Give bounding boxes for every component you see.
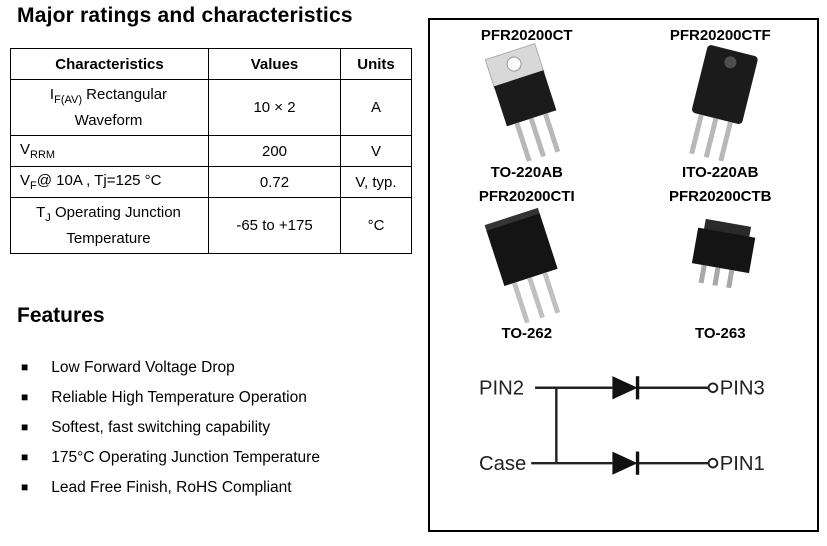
part-number-label: PFR20200CTF	[669, 27, 771, 44]
table-header-row: Characteristics Values Units	[10, 48, 412, 80]
case-label: Case	[479, 453, 526, 475]
feature-text: Reliable High Temperature Operation	[51, 389, 307, 406]
terminal-circle	[707, 457, 718, 469]
characteristic-cell: TJ Operating Junction Temperature	[10, 197, 209, 255]
feature-item: ■ 175°C Operating Junction Temperature	[21, 443, 320, 473]
unit-cell: °C	[340, 197, 412, 255]
terminal-circle	[707, 382, 718, 394]
package-card: PFR20200CT TO-220AB	[430, 20, 624, 181]
characteristics-header: Characteristics	[10, 48, 209, 80]
unit-cell: V	[340, 134, 412, 168]
characteristic-cell: VF@ 10A , Tj=125 °C	[10, 166, 209, 199]
package-name-label: TO-263	[694, 325, 746, 342]
package-name-label: ITO-220AB	[682, 164, 759, 181]
package-drawing	[692, 218, 756, 289]
to-262-image	[457, 205, 597, 325]
value-cell: -65 to +175	[208, 197, 341, 255]
package-name-label: TO-262	[501, 325, 553, 342]
values-header: Values	[208, 48, 341, 80]
feature-item: ■ Reliable High Temperature Operation	[21, 383, 320, 413]
unit-cell: V, typ.	[340, 166, 412, 199]
feature-text: 175°C Operating Junction Temperature	[51, 449, 320, 466]
units-header: Units	[340, 48, 412, 80]
wires	[530, 386, 708, 465]
to-262-drawing	[484, 207, 560, 324]
package-card: PFR20200CTF ITO-220AB	[624, 20, 818, 181]
package-panel: PFR20200CT TO-220AB	[428, 18, 819, 532]
characteristic-cell: VRRM	[10, 134, 209, 168]
package-drawing	[484, 207, 560, 324]
value-cell: 0.72	[208, 166, 341, 199]
ito-220ab-image	[650, 44, 790, 164]
circuit-diagram: PIN2 Case	[479, 376, 764, 475]
pin3-label: PIN3	[719, 378, 764, 400]
square-bullet-icon: ■	[21, 360, 29, 374]
square-bullet-icon: ■	[21, 390, 29, 404]
to-263-image	[650, 205, 790, 325]
features-title: Features	[17, 304, 105, 327]
pin1-label: PIN1	[719, 453, 764, 475]
package-card: PFR20200CTI TO-262	[430, 181, 624, 342]
feature-item: ■ Lead Free Finish, RoHS Compliant	[21, 473, 320, 503]
package-card: PFR20200CTB TO-263	[624, 181, 818, 342]
feature-item: ■ Low Forward Voltage Drop	[21, 353, 320, 383]
unit-cell: A	[340, 79, 412, 136]
part-number-label: PFR20200CTB	[668, 188, 772, 205]
square-bullet-icon: ■	[21, 450, 29, 464]
value-cell: 10 × 2	[208, 79, 341, 136]
part-number-label: PFR20200CTI	[478, 188, 575, 205]
feature-text: Lead Free Finish, RoHS Compliant	[51, 479, 292, 496]
package-drawing	[484, 43, 560, 162]
package-drawing	[689, 45, 758, 162]
feature-text: Softest, fast switching capability	[51, 419, 271, 436]
to-263-drawing	[692, 218, 756, 289]
pin2-label: PIN2	[479, 378, 524, 400]
table-row: VRRM 200 V	[10, 134, 412, 168]
table-row: TJ Operating Junction Temperature -65 to…	[10, 197, 412, 255]
characteristic-cell: IF(AV) Rectangular Waveform	[10, 79, 209, 136]
package-grid: PFR20200CT TO-220AB	[430, 20, 817, 342]
table-row: VF@ 10A , Tj=125 °C 0.72 V, typ.	[10, 166, 412, 199]
feature-item: ■ Softest, fast switching capability	[21, 413, 320, 443]
page-title: Major ratings and characteristics	[17, 4, 353, 27]
to-220ab-image	[457, 43, 597, 164]
feature-text: Low Forward Voltage Drop	[51, 359, 235, 376]
square-bullet-icon: ■	[21, 420, 29, 434]
value-cell: 200	[208, 134, 341, 168]
diode-icon	[611, 376, 639, 400]
diode-icon	[611, 451, 639, 475]
square-bullet-icon: ■	[21, 480, 29, 494]
to-220ab-drawing	[484, 43, 560, 162]
part-number-label: PFR20200CT	[480, 27, 573, 44]
ito-220ab-drawing	[689, 45, 758, 162]
table-row: IF(AV) Rectangular Waveform 10 × 2 A	[10, 79, 412, 136]
circuit-section: PIN2 Case	[430, 352, 817, 497]
package-name-label: TO-220AB	[490, 164, 563, 181]
features-list: ■ Low Forward Voltage Drop ■ Reliable High…	[21, 353, 320, 503]
ratings-table: Characteristics Values Units IF(AV) Rect…	[10, 48, 412, 255]
